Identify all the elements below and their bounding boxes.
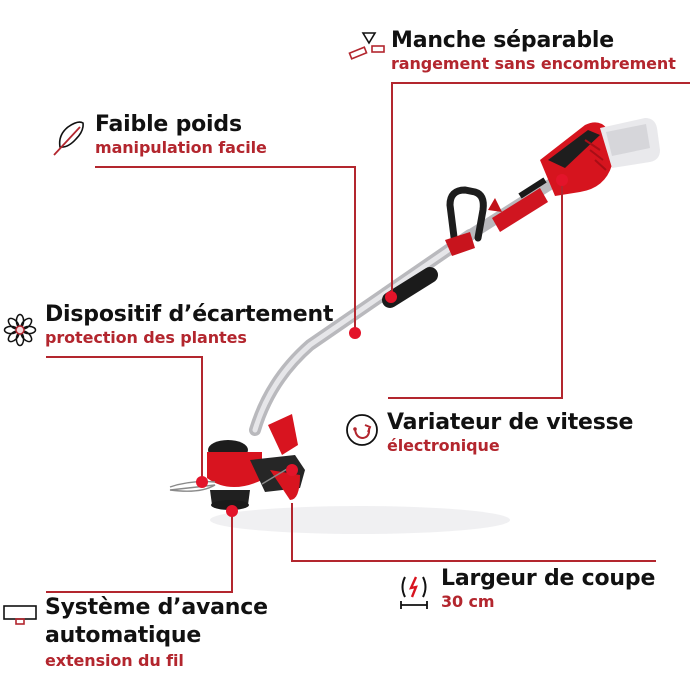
- feature-title: Largeur de coupe: [441, 566, 656, 591]
- feature-cut-width: Largeur de coupe 30 cm: [441, 566, 655, 612]
- feature-subtitle: rangement sans encombrement: [391, 54, 676, 73]
- cut-width-icon: [397, 573, 431, 615]
- feature-title: Manche séparable: [391, 28, 614, 53]
- feature-title-line2: automatique: [45, 623, 202, 648]
- feature-speed-control: Variateur de vitesse électronique: [387, 410, 633, 456]
- feature-plant-guard: Dispositif d’écartement protection des p…: [45, 302, 334, 348]
- feature-auto-line-feed: Système d’avance automatique extension d…: [45, 595, 268, 671]
- separable-handle-icon: [346, 30, 386, 66]
- feature-subtitle: extension du fil: [45, 651, 184, 670]
- connector-lines: [46, 82, 690, 593]
- feature-title: Variateur de vitesse: [387, 410, 634, 435]
- feature-low-weight: Faible poids manipulation facile: [95, 112, 267, 158]
- hotspot-dots: [196, 174, 568, 517]
- speed-dial-icon: [345, 413, 379, 451]
- feature-title: Faible poids: [95, 112, 242, 137]
- feature-subtitle: manipulation facile: [95, 138, 267, 157]
- feature-subtitle: protection des plantes: [45, 328, 247, 347]
- feature-subtitle: électronique: [387, 436, 500, 455]
- feature-title: Système d’avance: [45, 595, 268, 620]
- feature-title: Dispositif d’écartement: [45, 302, 334, 327]
- feather-icon: [50, 117, 90, 163]
- line-feed-icon: [3, 605, 37, 631]
- flower-icon: [3, 313, 37, 351]
- feature-separable-handle: Manche séparable rangement sans encombre…: [391, 28, 676, 74]
- feature-subtitle: 30 cm: [441, 592, 495, 611]
